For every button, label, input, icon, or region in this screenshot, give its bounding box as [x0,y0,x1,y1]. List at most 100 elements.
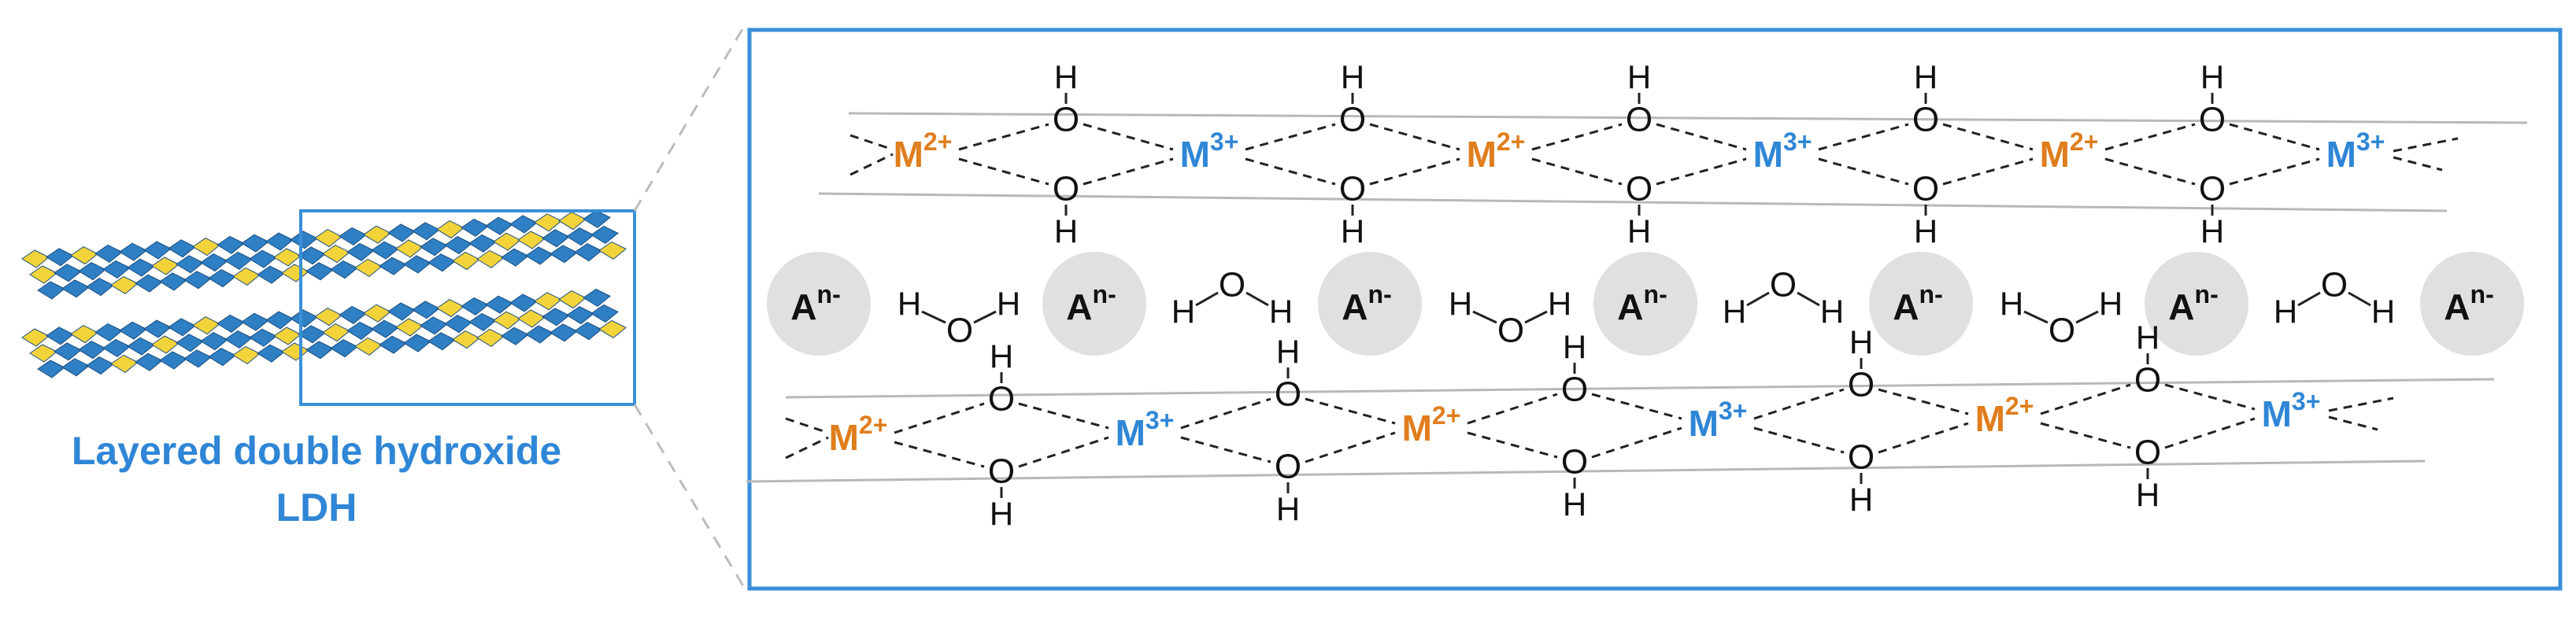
interlayer-anion: An- [1342,280,1391,327]
bond-water-oh [1245,291,1269,307]
hydrogen-atom: H [1563,329,1586,366]
bond-edge-left-a [785,436,829,459]
oxygen-atom: O [1626,101,1653,139]
octahedron-yellow [151,335,180,354]
bond-metal-oxygen [894,441,985,468]
octahedron-blue [200,332,228,351]
bond-metal-oxygen [1818,123,1909,151]
water-hydrogen-atom: H [1723,293,1746,330]
octahedron-yellow [395,318,424,337]
octahedron-blue [501,248,529,267]
octahedron-blue [420,238,448,256]
interlayer-anion: An- [1617,280,1667,327]
oxygen-atom: O [2134,361,2161,400]
octahedron-blue [339,227,367,246]
divalent-metal-ion: M2+ [829,411,888,458]
bond-oxygen-metal [1305,397,1396,425]
bond-water-oh [1472,310,1497,324]
octahedron-blue [566,227,594,246]
bond-edge-left-b [849,134,894,151]
layer-boundary-lines [746,112,2528,483]
octahedron-blue [37,360,65,378]
bond-metal-oxygen [1753,388,1845,420]
octahedron-yellow [534,292,562,311]
divalent-metal-ion: M2+ [894,127,953,175]
trivalent-metal-ion: M3+ [2262,387,2321,434]
interlayer-anion: An- [790,280,840,327]
interlayer-anion: An- [1066,280,1116,327]
bond-oxygen-metal [1878,388,1969,415]
octahedron-blue [135,274,163,293]
oxygen-atom: O [2199,101,2226,139]
octahedron-blue [127,258,155,277]
divalent-metal-ion: M2+ [1975,392,2034,439]
bond-metal-oxygen [1753,426,1845,454]
octahedron-blue [346,242,375,262]
caption-line-2: LDH [276,485,357,530]
octahedron-blue [290,231,318,249]
octahedron-yellow [598,319,627,339]
oxygen-atom: O [1339,101,1366,139]
bond-metal-oxygen [958,123,1049,151]
water-hydrogen-atom: H [997,286,1020,323]
bond-oxygen-metal [1656,157,1747,186]
octahedron-blue [509,215,538,234]
ldh-crystal-illustration [21,209,627,378]
bond-edge-right-a [2328,397,2394,412]
octahedron-yellow [273,248,302,267]
octahedron-yellow [70,325,98,344]
octahedron-blue [403,255,431,274]
octahedron-yellow [558,212,587,231]
hydrogen-atom: H [990,496,1013,533]
hydrogen-atom: H [1849,324,1873,361]
oxygen-atom: O [988,452,1015,491]
octahedron-blue [371,319,399,338]
structure-detail-frame [747,28,2563,591]
octahedron-blue [200,253,228,272]
bottom-layer-upper-line [785,378,2495,399]
hydrogen-atom: H [1054,59,1078,96]
bond-metal-oxygen [1467,393,1558,425]
divalent-metal-ion: M2+ [1467,127,1526,175]
octahedron-blue [501,327,529,345]
trivalent-metal-ion: M3+ [1116,406,1175,453]
hydrogen-atom: H [1849,482,1873,519]
water-hydrogen-atom: H [2371,293,2395,330]
octahedron-yellow [110,354,139,374]
octahedron-yellow [558,290,587,309]
trivalent-metal-ion: M3+ [1753,127,1812,175]
bond-metal-oxygen [894,402,985,434]
bond-edge-right-a [2393,137,2459,153]
octahedron-yellow [70,246,98,265]
octahedron-blue [542,229,570,248]
octahedron-blue [305,262,334,281]
trivalent-metal-ion: M3+ [1180,127,1239,175]
bond-water-oh [1524,310,1548,324]
bond-oxygen-metal [2164,417,2256,449]
bond-oxygen-metal [2164,383,2256,411]
octahedron-blue [257,265,285,284]
octahedron-yellow [232,345,261,365]
water-hydrogen-atom: H [1269,293,1293,330]
bond-edge-right-b [2393,156,2443,172]
water-hydrogen-atom: H [1820,293,1844,330]
bond-metal-oxygen [2104,157,2196,186]
hydrogen-atom: H [1276,491,1300,528]
octahedron-blue [427,253,456,272]
hydrogen-atom: H [1914,213,1938,250]
crystal-upper-slab [21,209,627,300]
octahedron-blue [241,234,269,253]
hydrogen-atom: H [1914,59,1938,96]
anion-circle [1869,252,1973,356]
octahedron-yellow [281,264,309,282]
water-hydrogen-atom: H [1548,286,1571,323]
oxygen-atom: O [1561,443,1588,482]
water-oxygen-atom: O [1497,312,1524,350]
octahedron-yellow [192,238,220,256]
octahedron-blue [468,234,497,253]
bond-metal-oxygen [1818,157,1909,186]
hydrogen-atom: H [1341,213,1364,250]
octahedron-yellow [232,267,261,286]
